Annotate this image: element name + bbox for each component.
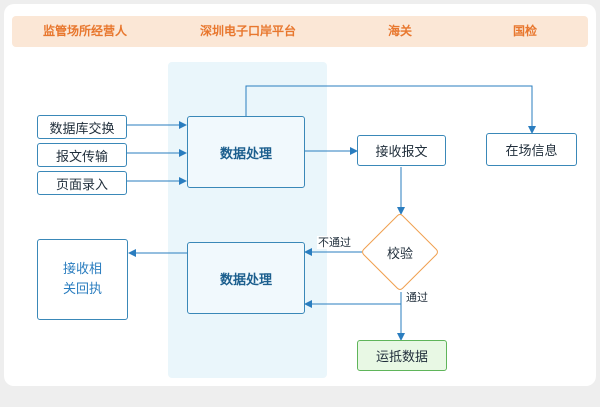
lane-title-inspection: 国检 bbox=[512, 24, 538, 38]
node-data-processing-bottom: 数据处理 bbox=[187, 242, 305, 314]
decision-verify-label: 校验 bbox=[386, 246, 413, 262]
edge-label-pass: 通过 bbox=[405, 291, 429, 304]
node-receive-message: 接收报文 bbox=[357, 135, 446, 166]
node-message-transfer: 报文传输 bbox=[37, 143, 127, 167]
node-database-exchange: 数据库交换 bbox=[37, 115, 127, 139]
edge-verify-pass-return bbox=[304, 292, 402, 308]
node-onsite-info: 在场信息 bbox=[486, 133, 577, 166]
edge-label-fail: 不通过 bbox=[317, 236, 352, 249]
node-data-processing-top: 数据处理 bbox=[187, 116, 305, 188]
swimlane-header: 监管场所经营人 深圳电子口岸平台 海关 国检 bbox=[12, 16, 588, 47]
lane-title-operator: 监管场所经营人 bbox=[42, 24, 128, 38]
lane-title-eport-platform: 深圳电子口岸平台 bbox=[199, 24, 297, 38]
edge-process-to-onsite bbox=[245, 85, 536, 134]
lane-title-customs: 海关 bbox=[387, 24, 413, 38]
node-receive-receipt: 接收相 关回执 bbox=[37, 239, 128, 320]
eport-platform-lane bbox=[168, 62, 327, 378]
node-arrival-data: 运抵数据 bbox=[357, 340, 447, 371]
node-page-entry: 页面录入 bbox=[37, 171, 127, 195]
